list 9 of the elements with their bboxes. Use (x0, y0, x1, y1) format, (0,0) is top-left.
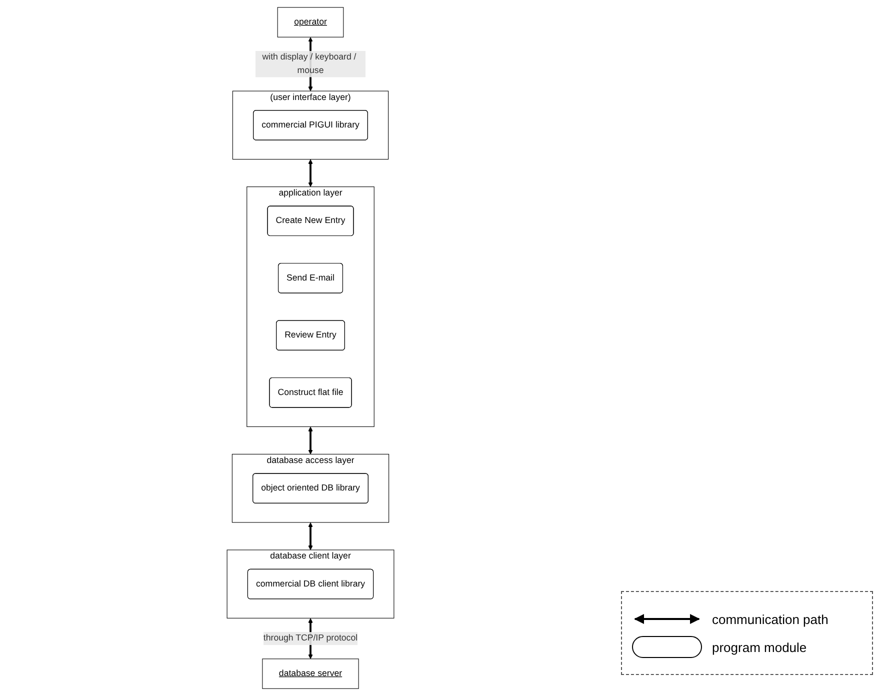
node-box: operator (277, 6, 344, 37)
edge-label: through TCP/IP protocol (263, 633, 358, 642)
arrow (308, 522, 313, 550)
arrow (308, 158, 313, 186)
legend-text: communication path (712, 612, 828, 626)
node-box: database server (262, 658, 359, 688)
arrow (308, 426, 313, 454)
edge-label: with display / keyboard / mouse (262, 52, 356, 75)
legend-text: program module (712, 640, 807, 654)
